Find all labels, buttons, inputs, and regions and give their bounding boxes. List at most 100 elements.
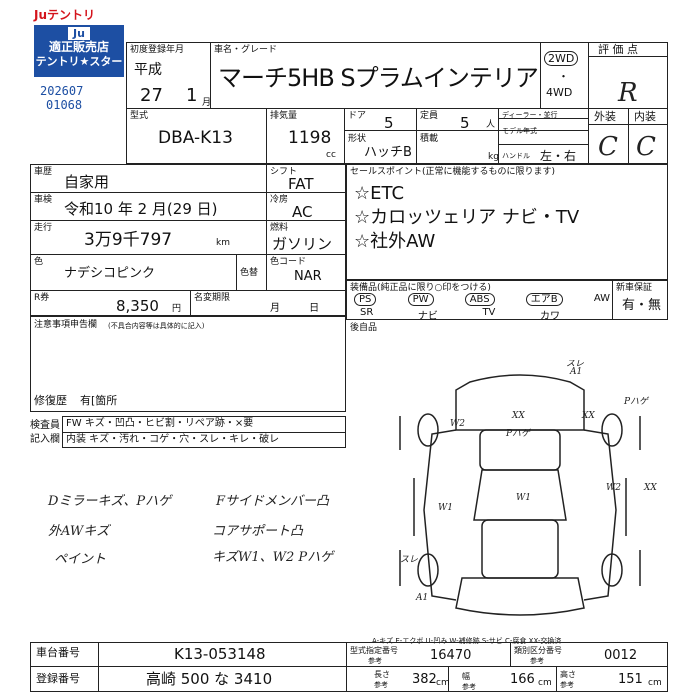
equip-tv: TV: [482, 307, 496, 318]
load-label: 積載: [420, 134, 439, 144]
height-ref: 参考: [560, 681, 574, 689]
r-ticket-label: R券: [34, 293, 50, 303]
fuel-value: ガソリン: [272, 235, 333, 253]
mid-box: [30, 164, 346, 316]
chassis-value: K13-053148: [174, 645, 266, 663]
plate-value: 高崎 500 な 3410: [146, 670, 273, 688]
interior-value: C: [636, 132, 656, 162]
drive-2wd: 2WD: [544, 51, 579, 66]
r-ticket-unit: 円: [172, 304, 182, 314]
inspection-label: 車検: [34, 195, 53, 205]
sales-item-3: ☆社外AW: [354, 231, 436, 252]
plate-label: 登録番号: [36, 672, 80, 685]
width-label: 幅: [462, 672, 470, 681]
chassis-label: 車台番号: [36, 646, 80, 659]
load-unit: kg: [488, 152, 499, 162]
sales-label: セールスポイント(正常に機能するものに限ります): [350, 167, 556, 177]
notes-small: (不具合内容等は具体的に記入): [108, 322, 205, 330]
notes-box: [30, 316, 346, 412]
new-car-value: 有・無: [622, 298, 662, 313]
shift-value: FAT: [288, 175, 314, 193]
brand-badge: Ju 適正販売店 テントリ★スター: [34, 25, 124, 77]
type-label: 型式: [130, 111, 149, 121]
usage-value: 自家用: [64, 173, 110, 191]
era: 平成: [134, 62, 162, 78]
inspector-label-2: 記入欄: [30, 434, 60, 445]
height-unit: cm: [648, 678, 662, 688]
notes-label: 注意事項申告欄: [34, 320, 98, 330]
color-change-label: 色替: [240, 268, 259, 278]
dealer-label: ディーラー・並行: [502, 111, 558, 119]
handle-value: 左・右: [540, 149, 577, 163]
doors-label: ドア: [348, 111, 367, 121]
category-value: 0012: [604, 648, 638, 663]
category-label: 類別区分番号: [514, 646, 562, 655]
capacity-label: 定員: [420, 111, 439, 121]
diag-mark-11: スレ: [400, 555, 418, 565]
type-value: DBA-K13: [158, 128, 233, 148]
diag-mark-2: Pハゲ: [623, 396, 650, 407]
shift-label: シフト: [270, 167, 298, 177]
fuel-label: 燃料: [270, 223, 289, 233]
type-cert-ref: 参考: [368, 657, 382, 665]
inspector-line2: 内装 キズ・汚れ・コゲ・穴・スレ・キレ・破レ: [66, 434, 280, 445]
exterior-value: C: [598, 132, 618, 162]
sales-box: [346, 164, 668, 280]
displacement-label: 排気量: [270, 111, 298, 121]
hw-left-3: ペイント: [54, 552, 107, 567]
diag-mark-13: A1: [415, 593, 428, 603]
height-value: 151: [618, 672, 643, 687]
inspection-value: 令和10 年 2 月(29 日): [64, 200, 218, 218]
car-diagram: スレ Pハゲ W2 XX XX Pハゲ W1 W2 W1 XX スレ A1 A1: [399, 360, 657, 616]
usage-label: 車歴: [34, 167, 53, 177]
color-code-value: NAR: [294, 269, 322, 284]
rating-value: R: [618, 78, 638, 108]
capacity-value: 5: [460, 114, 470, 132]
equip-ps: PS: [354, 293, 377, 306]
type-cert-value: 16470: [430, 648, 472, 663]
mileage-value: 3万9千797: [84, 230, 173, 250]
repair-value: 有[箇所: [80, 394, 118, 407]
badge-line3: テントリ★スター: [35, 55, 123, 68]
ac-value: AC: [292, 203, 313, 221]
damage-legend: A-キズ E-エクボ U-凹み W-補修跡 S-サビ C-腐食 XX-交換済: [372, 637, 562, 645]
diag-mark-4: XX: [511, 411, 525, 421]
id-line2: 01068: [46, 98, 83, 112]
equip-abs: ABS: [464, 293, 495, 306]
ac-label: 冷房: [270, 195, 289, 205]
sales-item-2: ☆カロッツェリア ナビ・TV: [354, 207, 580, 228]
diag-mark-10: XX: [643, 483, 657, 493]
type-cert-label: 型式指定番号: [350, 646, 398, 655]
color-value: ナデシコピンク: [64, 266, 156, 281]
diag-mark-1: スレ: [566, 360, 584, 369]
diag-mark-12: A1: [569, 367, 582, 377]
reg-month: 1: [186, 85, 198, 106]
diag-mark-7: W1: [516, 493, 531, 503]
new-car-label: 新車保証: [616, 283, 653, 293]
diag-mark-9: W1: [438, 503, 453, 513]
color-code-label: 色コード: [270, 257, 307, 267]
length-value: 382: [412, 672, 437, 687]
exterior-label: 外装: [594, 110, 616, 123]
length-label: 長さ: [374, 670, 390, 679]
color-label: 色: [34, 257, 44, 267]
capacity-unit: 人: [486, 120, 496, 130]
reg-year: 27: [140, 85, 163, 106]
equip-aw: AW: [593, 293, 610, 304]
equip-sr: SR: [360, 307, 374, 318]
equip-leather: カワ: [539, 311, 560, 322]
first-reg-label: 初度登録年月: [130, 45, 185, 55]
handle-label: ハンドル: [502, 152, 530, 160]
deadline-label: 名変期限: [194, 293, 231, 303]
displacement-unit: cc: [326, 150, 336, 160]
inspector-label-1: 検査員: [30, 420, 60, 431]
equip-airbag: エアB: [525, 293, 563, 306]
brand-logo: Juテントリ: [34, 8, 96, 22]
diag-mark-6: Pハゲ: [505, 428, 532, 439]
equipment-label: 装備品(純正品に限り○印をつける): [350, 283, 491, 293]
equipment-row1: PS PW ABS エアB AW: [354, 293, 610, 306]
equip-pw: PW: [407, 293, 434, 306]
hw-left-2: 外AWキズ: [48, 524, 110, 539]
equipment-box: [346, 280, 668, 320]
rating-label: 評 価 点: [598, 43, 638, 56]
